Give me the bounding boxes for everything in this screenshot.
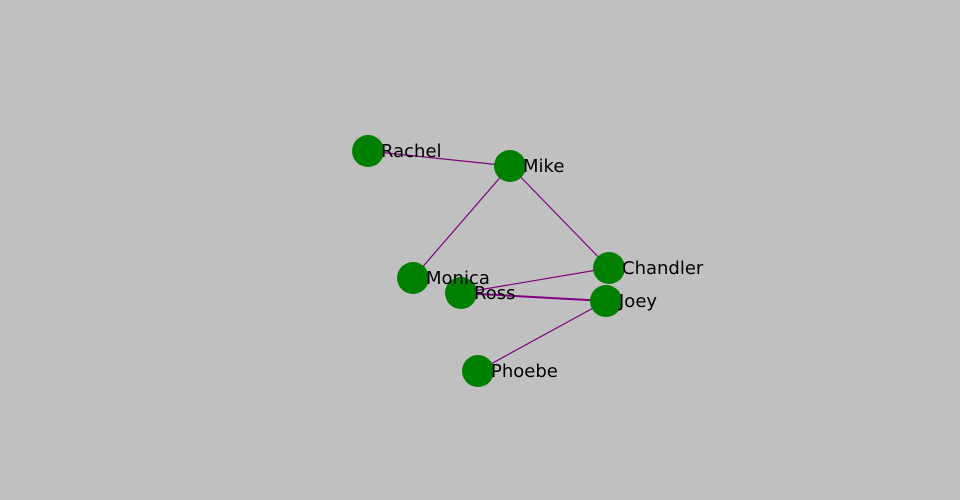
node-mike[interactable] [494, 150, 526, 182]
edge-mike-monica [412, 165, 511, 279]
node-label-joey: Joey [618, 291, 657, 312]
node-monica[interactable] [397, 262, 429, 294]
edge-ross-chandler [460, 267, 610, 294]
edge-joey-phoebe [477, 300, 607, 372]
node-ross[interactable] [445, 277, 477, 309]
node-label-monica: Monica [426, 268, 490, 289]
node-label-chandler: Chandler [622, 258, 704, 279]
edge-ross-joey [460, 292, 607, 302]
node-label-rachel: Rachel [381, 141, 442, 162]
node-label-phoebe: Phoebe [491, 361, 558, 382]
node-rachel[interactable] [352, 135, 384, 167]
node-phoebe[interactable] [462, 355, 494, 387]
node-joey[interactable] [590, 285, 622, 317]
node-chandler[interactable] [593, 252, 625, 284]
edge-rachel-mike [367, 150, 511, 167]
node-label-mike: Mike [523, 156, 564, 177]
edge-mike-chandler [509, 165, 610, 269]
node-label-ross: Ross [474, 283, 515, 304]
